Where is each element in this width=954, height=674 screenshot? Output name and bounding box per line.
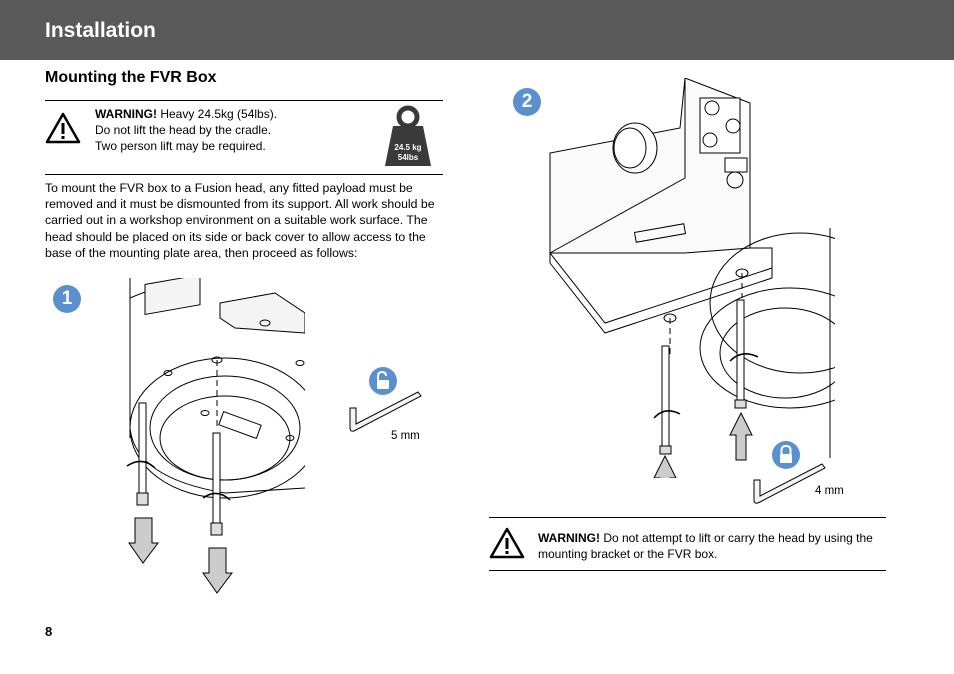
warning-bottom-rule (45, 174, 443, 175)
warning-line2: Do not lift the head by the cradle. (95, 123, 272, 137)
hex-key-icon-2 (753, 463, 826, 504)
instructions-paragraph: To mount the FVR box to a Fusion head, a… (45, 181, 435, 260)
weight-lbs: 54lbs (397, 153, 419, 162)
warning-line3: Two person lift may be required. (95, 139, 266, 153)
step-1-badge: 1 (53, 285, 81, 313)
warning-label: WARNING! (95, 107, 157, 121)
page-number: 8 (45, 624, 53, 639)
warning-triangle-icon (45, 112, 81, 144)
page-header: Installation (0, 0, 954, 60)
weight-kg: 24.5 kg (394, 143, 422, 152)
warning2-text: WARNING! Do not attempt to lift or carry… (538, 530, 883, 562)
section-title: Mounting the FVR Box (45, 69, 217, 86)
page-title: Installation (45, 19, 156, 42)
tool-size-label-1: 5 mm (391, 430, 420, 442)
tool-size-label-2: 4 mm (815, 485, 844, 497)
warning-triangle-icon-2 (489, 527, 525, 559)
step-2-illustration (549, 78, 835, 478)
warning2-top-rule (489, 517, 886, 518)
weight-label: 24.5 kg 54lbs (388, 143, 428, 163)
step-2-badge: 2 (513, 88, 541, 116)
warning2-label: WARNING! (538, 531, 600, 545)
warning-line1: Heavy 24.5kg (54lbs). (157, 107, 278, 121)
hex-key-icon (349, 391, 422, 432)
step-1-illustration (126, 278, 305, 594)
warning-top-rule (45, 100, 443, 101)
warning2-body: Do not attempt to lift or carry the head… (538, 531, 873, 561)
weight-icon (385, 105, 431, 166)
warning-text: WARNING! Heavy 24.5kg (54lbs). Do not li… (95, 106, 375, 154)
lock-icon (772, 441, 800, 469)
unlock-icon (369, 367, 397, 395)
warning2-bottom-rule (489, 570, 886, 571)
